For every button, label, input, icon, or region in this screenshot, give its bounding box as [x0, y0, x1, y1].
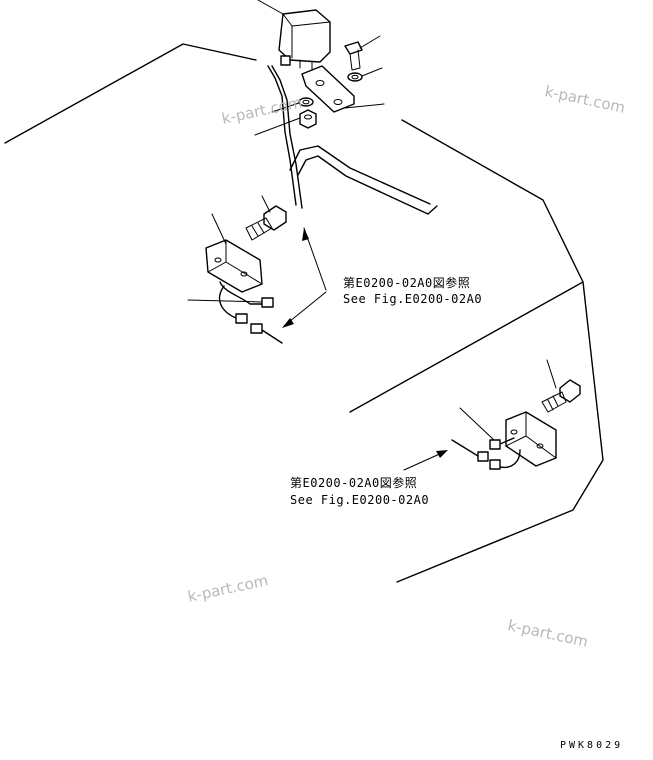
body-outline	[4, 43, 604, 583]
reference-note-jp: 第E0200-02A0図参照	[343, 276, 471, 290]
right-lamp-assembly	[403, 359, 581, 471]
left-lamp-assembly	[187, 195, 327, 344]
drawing-code: PWK8029	[560, 740, 624, 751]
reference-note-en: See Fig.E0200-02A0	[343, 292, 483, 306]
reference-note-jp: 第E0200-02A0図参照	[290, 476, 418, 490]
top-lamp-assembly	[254, 0, 438, 215]
reference-note-en: See Fig.E0200-02A0	[290, 493, 430, 507]
